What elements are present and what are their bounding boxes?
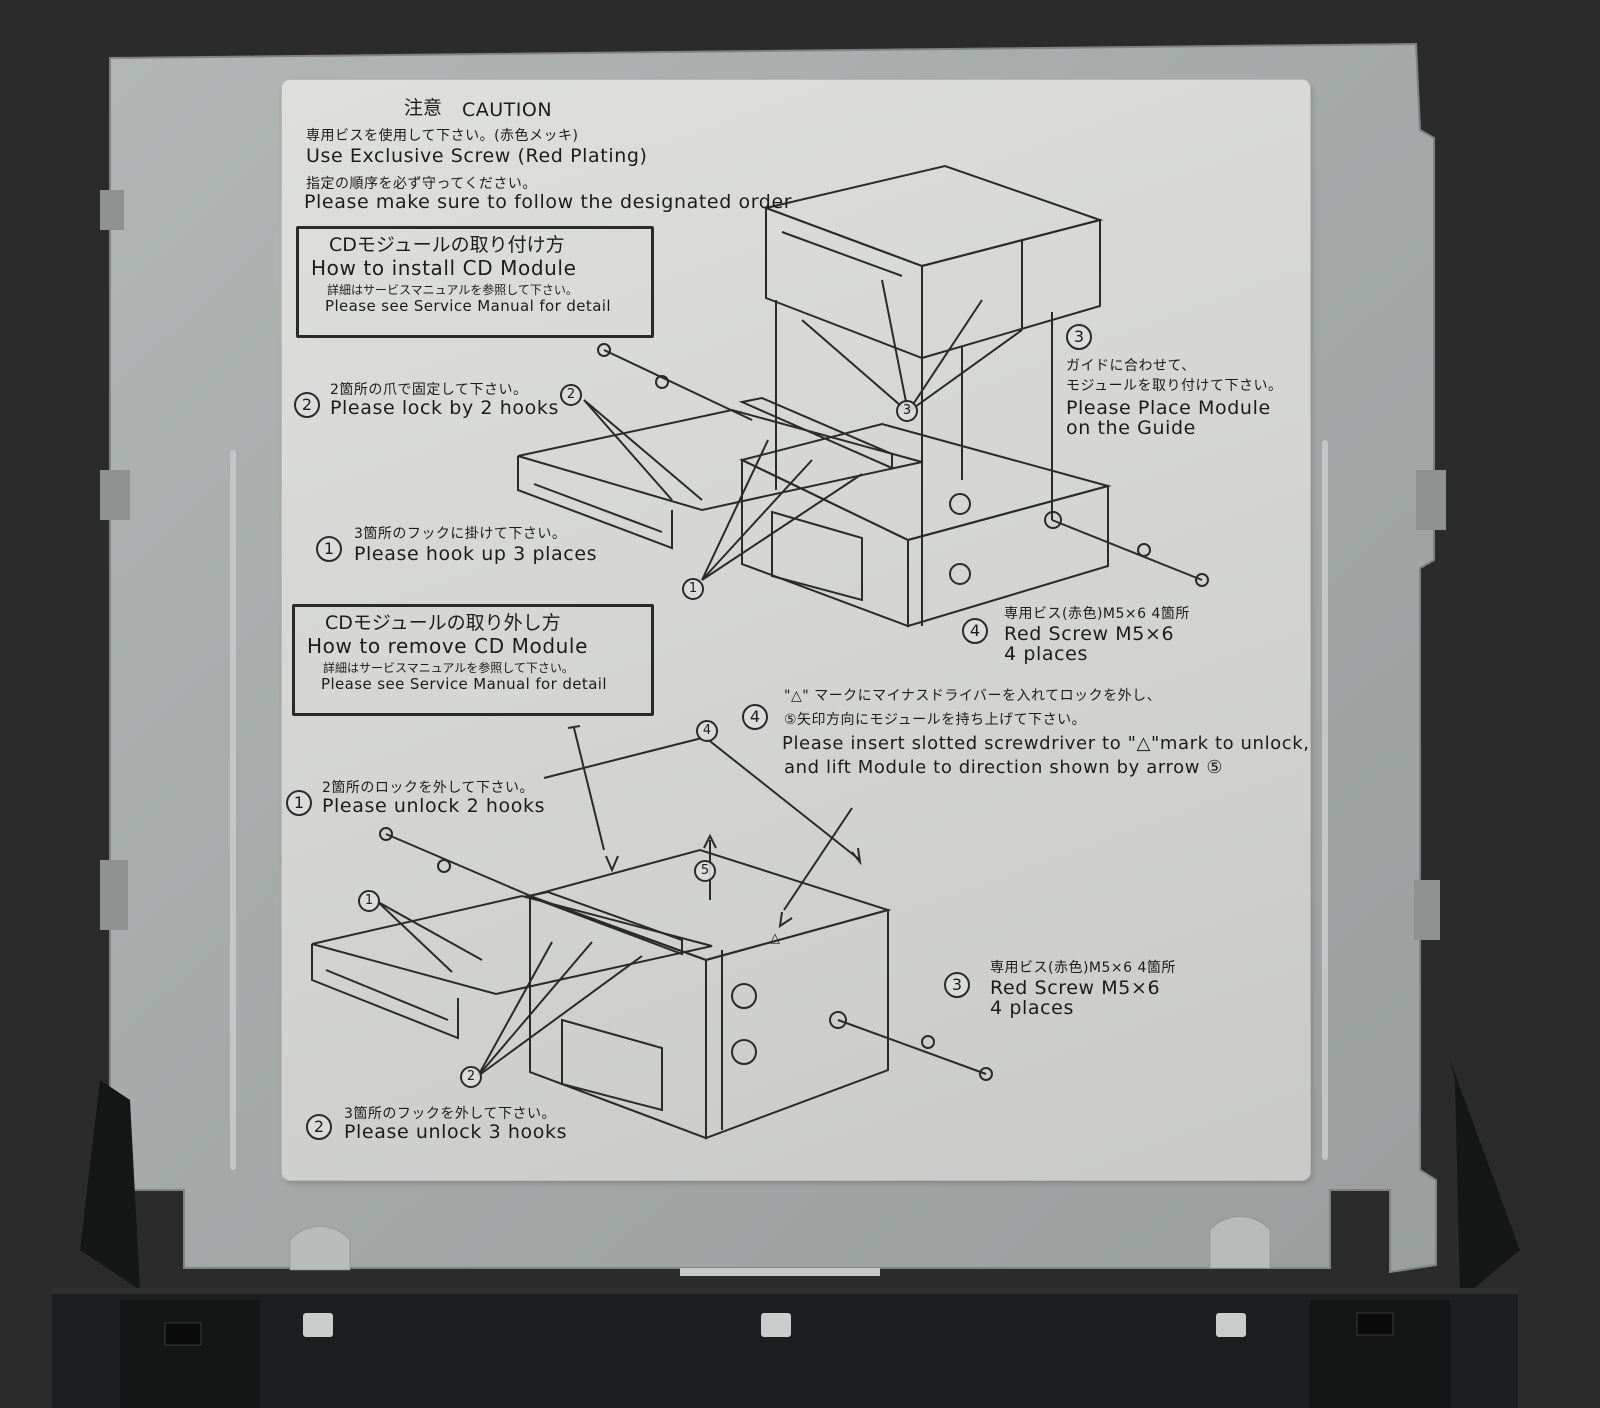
screw-note-en: Use Exclusive Screw (Red Plating): [306, 145, 648, 167]
remove-title-jp: CDモジュールの取り外し方: [325, 612, 561, 634]
install-step3-en1: Please Place Module: [1066, 397, 1271, 419]
install-step1-jp: 3箇所のフックに掛けて下さい。: [354, 526, 567, 542]
order-note-jp: 指定の順序を必ず守ってください。: [306, 176, 537, 192]
install-step2-number: 2: [294, 392, 320, 418]
screw-note-jp: 専用ビスを使用して下さい。(赤色メッキ): [306, 128, 579, 144]
caution-en: CAUTION: [462, 99, 553, 121]
callout-2-install: 2: [560, 384, 582, 406]
module-diagram: [311, 164, 1209, 1140]
install-instructions-box: CDモジュールの取り付け方 How to install CD Module 詳…: [296, 226, 654, 338]
callout-4-remove: 4: [696, 720, 718, 742]
remove-step4-en2: and lift Module to direction shown by ar…: [784, 757, 1224, 778]
remove-step2-en: Please unlock 3 hooks: [344, 1121, 568, 1143]
install-step4-en2: 4 places: [1004, 643, 1088, 665]
install-step4-number: 4: [962, 618, 988, 644]
install-step1-en: Please hook up 3 places: [354, 543, 598, 565]
remove-step4-jp2: ⑤矢印方向にモジュールを持ち上げて下さい。: [784, 712, 1087, 728]
install-note-en: Please see Service Manual for detail: [325, 296, 611, 315]
remove-step4-jp1: "△" マークにマイナスドライバーを入れてロックを外し、: [784, 688, 1162, 704]
install-title-jp: CDモジュールの取り付け方: [329, 234, 565, 256]
install-module-drawing: [517, 164, 1209, 628]
install-step3-en2: on the Guide: [1066, 417, 1196, 439]
callout-1-install: 1: [682, 578, 704, 600]
callout-5-remove: 5: [694, 860, 716, 882]
remove-step3-en2: 4 places: [990, 997, 1074, 1019]
remove-step1-number: 1: [286, 790, 312, 816]
callout-3-install: 3: [896, 400, 918, 422]
remove-module-drawing: [311, 725, 993, 1140]
install-title-en: How to install CD Module: [311, 255, 577, 280]
callout-1-remove: 1: [358, 890, 380, 912]
remove-step3-number: 3: [944, 972, 970, 998]
install-step1-number: 1: [316, 536, 342, 562]
install-step2-jp: 2箇所の爪で固定して下さい。: [330, 382, 528, 398]
remove-step2-jp: 3箇所のフックを外して下さい。: [344, 1106, 556, 1122]
install-step3-jp2: モジュールを取り付けて下さい。: [1066, 378, 1283, 394]
install-step4-jp: 専用ビス(赤色)M5×6 4箇所: [1004, 606, 1190, 622]
remove-note-en: Please see Service Manual for detail: [321, 674, 607, 693]
install-step3-number: 3: [1066, 324, 1092, 350]
remove-title-en: How to remove CD Module: [307, 633, 588, 658]
caution-label: 注意 CAUTION 専用ビスを使用して下さい。(赤色メッキ) Use Excl…: [282, 80, 1310, 1180]
remove-note-jp: 詳細はサービスマニュアルを参照して下さい。: [323, 660, 574, 675]
triangle-mark: △: [770, 931, 780, 946]
remove-step3-en1: Red Screw M5×6: [990, 977, 1161, 999]
remove-step4-en1: Please insert slotted screwdriver to "△"…: [782, 733, 1310, 754]
remove-step1-en: Please unlock 2 hooks: [322, 795, 546, 817]
install-step3-jp1: ガイドに合わせて、: [1066, 358, 1196, 374]
install-step4-en1: Red Screw M5×6: [1004, 623, 1175, 645]
remove-step4-number: 4: [742, 704, 768, 730]
order-note-en: Please make sure to follow the designate…: [304, 191, 793, 213]
callout-2-remove: 2: [460, 1066, 482, 1088]
install-step2-en: Please lock by 2 hooks: [330, 397, 559, 419]
install-note-jp: 詳細はサービスマニュアルを参照して下さい。: [327, 282, 578, 297]
remove-instructions-box: CDモジュールの取り外し方 How to remove CD Module 詳細…: [292, 604, 654, 716]
caution-jp: 注意: [404, 97, 443, 119]
remove-step1-jp: 2箇所のロックを外して下さい。: [322, 780, 534, 796]
remove-step3-jp: 専用ビス(赤色)M5×6 4箇所: [990, 960, 1176, 976]
remove-step2-number: 2: [306, 1114, 332, 1140]
